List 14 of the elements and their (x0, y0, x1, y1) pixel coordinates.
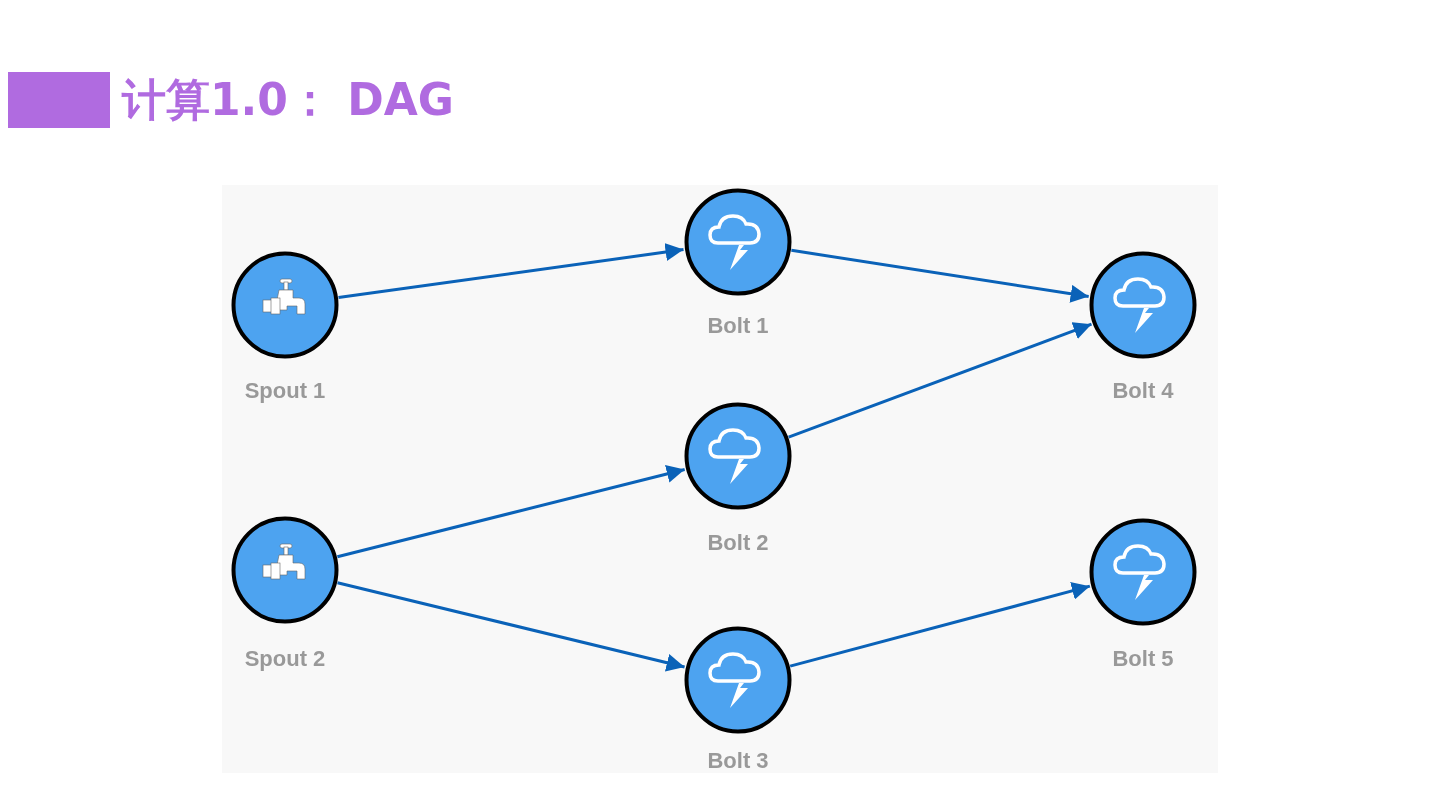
arrow (791, 248, 1089, 303)
node-label: Bolt 3 (706, 748, 770, 774)
node-label: Bolt 2 (706, 530, 770, 556)
arrow (337, 581, 685, 672)
arrow (788, 322, 1092, 439)
arrow (338, 243, 684, 300)
node-label: Spout 2 (243, 646, 327, 672)
title: 计算1.0： DAG (8, 72, 454, 128)
arrow (789, 582, 1091, 668)
node-label: Bolt 5 (1111, 646, 1175, 672)
node-label: Spout 1 (243, 378, 327, 404)
arrow (337, 465, 686, 559)
node-label: Bolt 1 (706, 313, 770, 339)
node-label: Bolt 4 (1111, 378, 1175, 404)
